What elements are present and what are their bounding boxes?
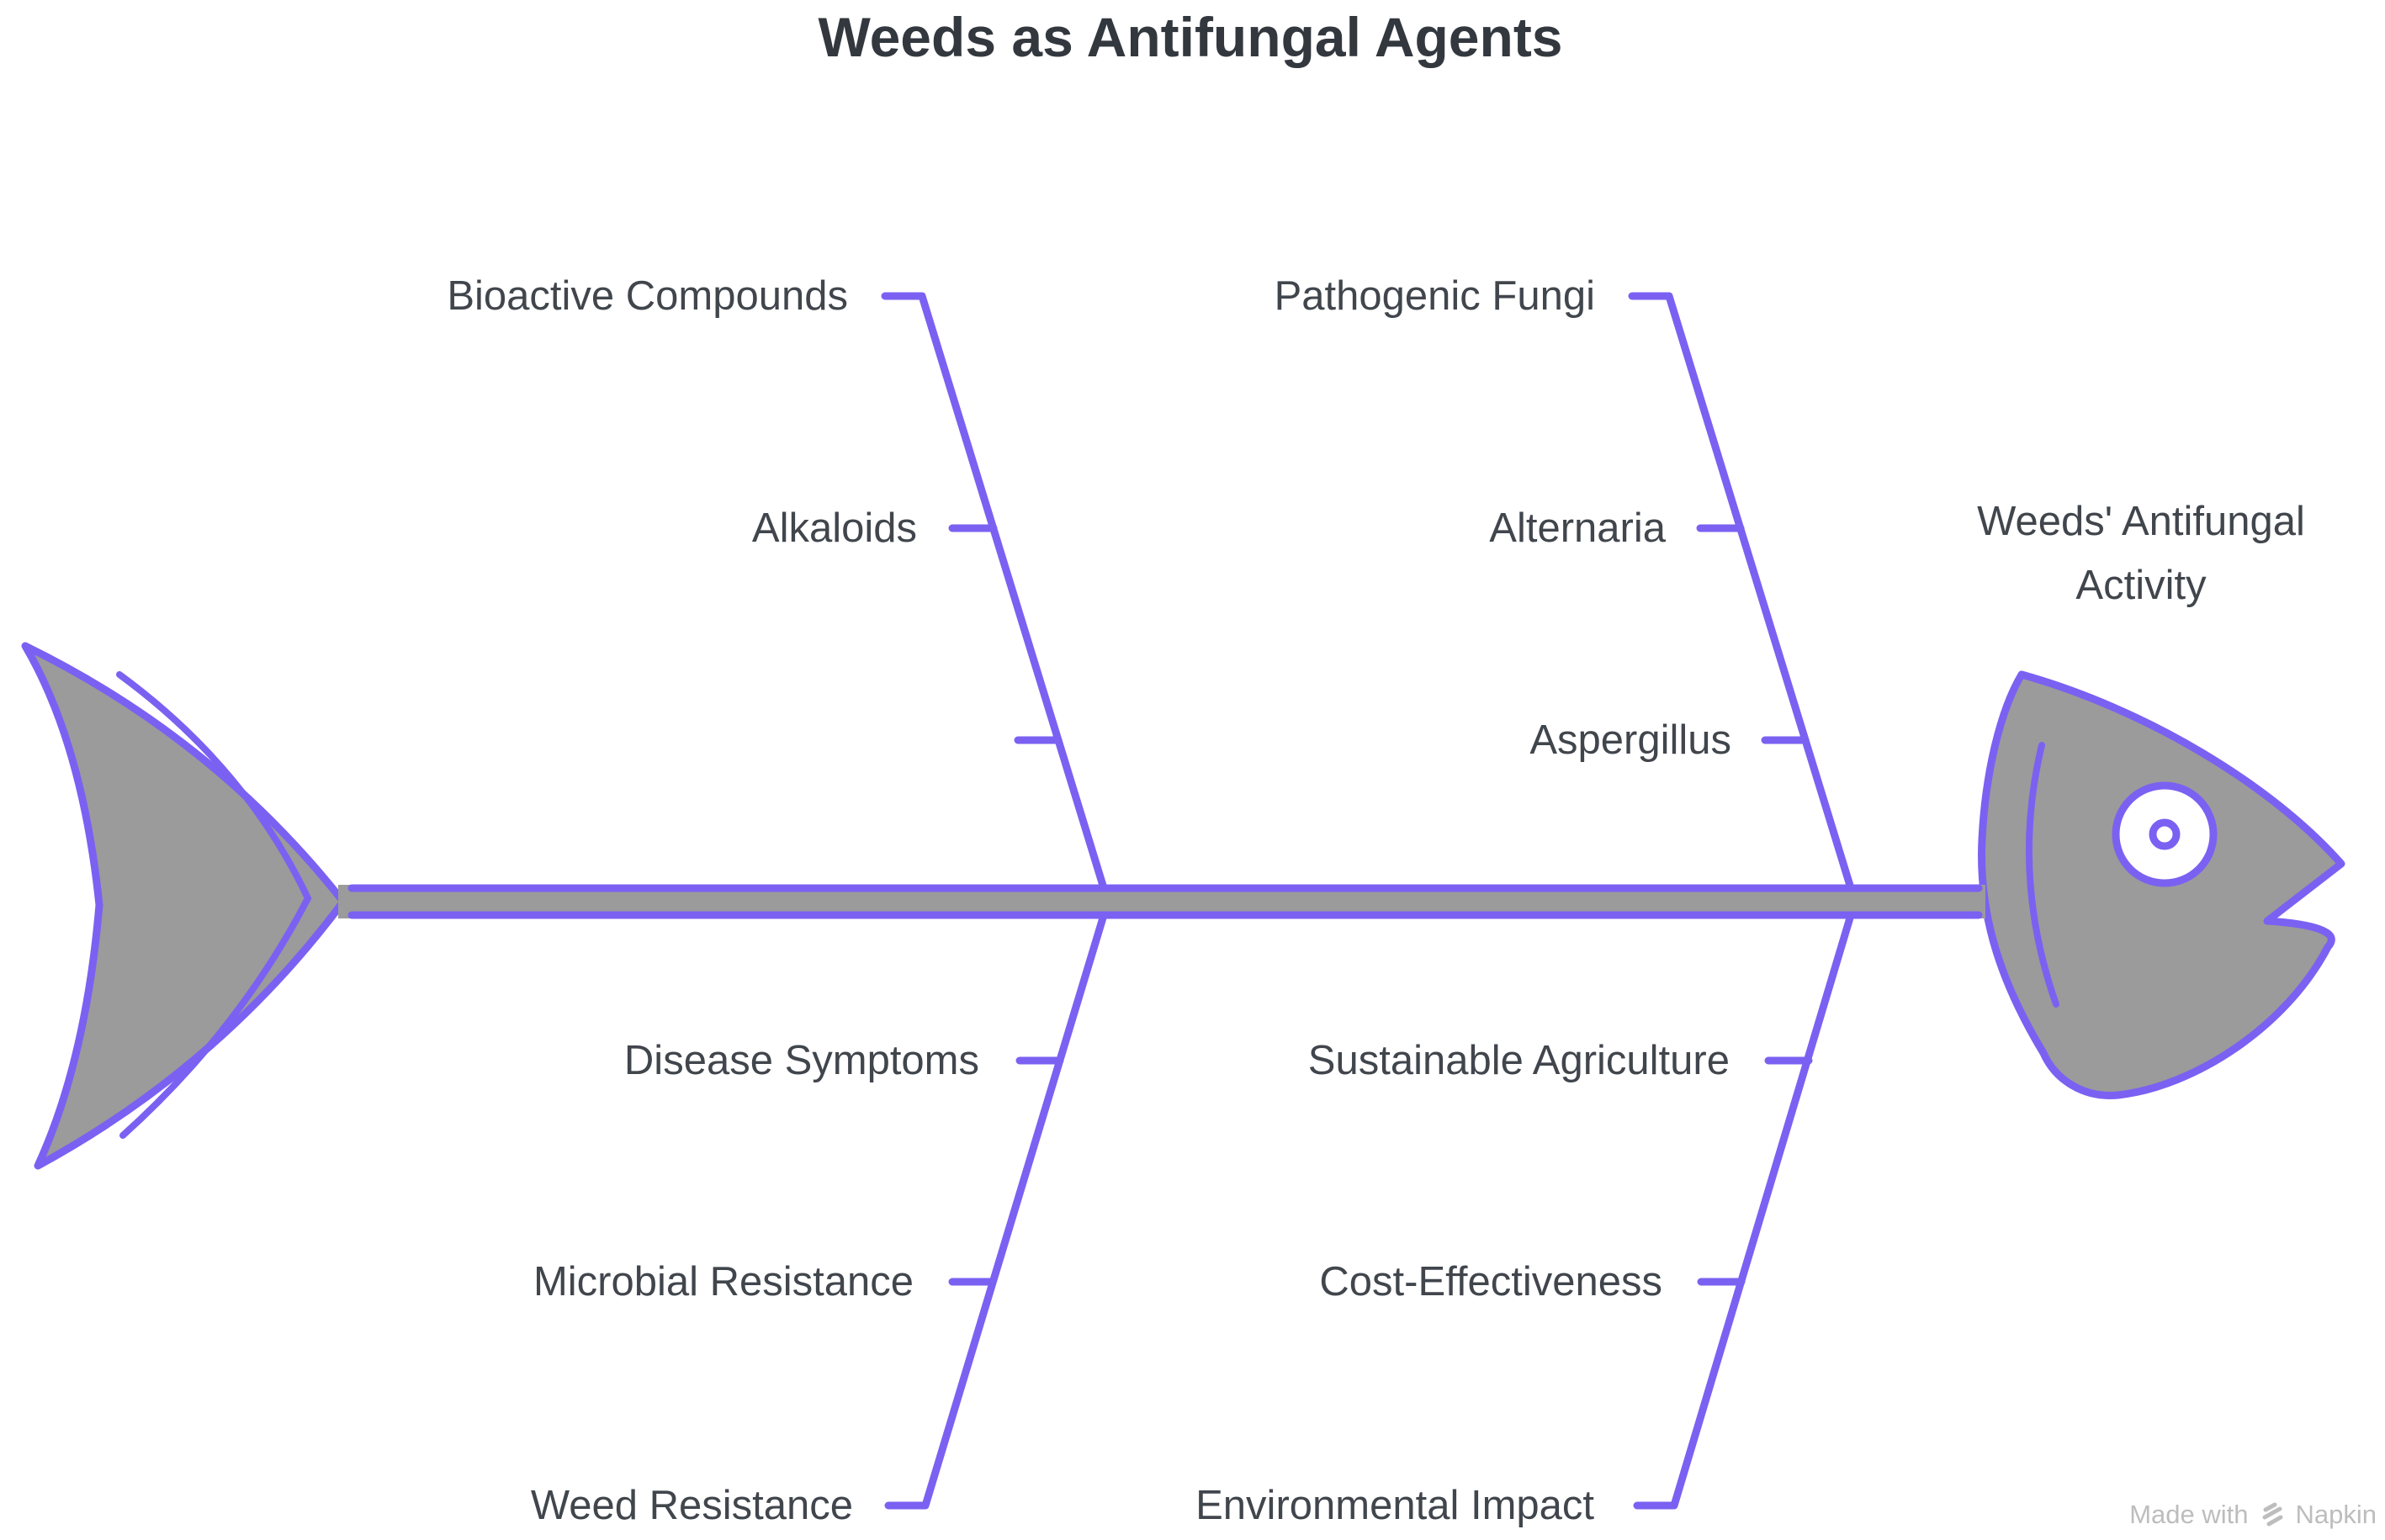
- sub-label-disease-symptoms: Disease Symptoms: [623, 1038, 979, 1083]
- branch-label-weed-resistance: Weed Resistance: [530, 1483, 853, 1528]
- diagram-title: Weeds as Antifungal Agents: [818, 6, 1563, 68]
- sub-label-alternaria: Alternaria: [1489, 505, 1666, 551]
- bone-bottom-right: [1633, 911, 1855, 1510]
- fish-tail-shape: [21, 642, 347, 1170]
- head-label-line1: Weeds' Antifungal: [1977, 499, 2305, 544]
- watermark-prefix: Made with: [2129, 1500, 2249, 1529]
- watermark: Made with Napkin: [2129, 1500, 2377, 1530]
- sub-label-sustainable-agriculture: Sustainable Agriculture: [1307, 1038, 1730, 1083]
- branch-label-pathogenic-fungi: Pathogenic Fungi: [1274, 273, 1595, 319]
- fish-eye-pupil: [2149, 818, 2181, 850]
- head-label: Weeds' Antifungal Activity: [1977, 490, 2305, 617]
- branch-label-environmental-impact: Environmental Impact: [1195, 1483, 1594, 1528]
- branch-label-bioactive-compounds: Bioactive Compounds: [447, 273, 848, 319]
- head-label-line2: Activity: [2075, 563, 2207, 608]
- napkin-logo-icon: [2257, 1500, 2287, 1530]
- sub-label-cost-effectiveness: Cost-Effectiveness: [1319, 1259, 1662, 1305]
- sub-label-aspergillus: Aspergillus: [1529, 717, 1731, 763]
- sub-label-alkaloids: Alkaloids: [751, 505, 917, 551]
- fish-gill-line: [2025, 742, 2059, 1008]
- bone-bottom-left: [884, 911, 1108, 1510]
- watermark-brand: Napkin: [2295, 1500, 2377, 1529]
- fish-tail-inner-line: [116, 671, 312, 1139]
- sub-label-microbial-resistance: Microbial Resistance: [533, 1259, 914, 1305]
- bone-top-right: [1628, 292, 1855, 892]
- bone-top-left: [881, 292, 1108, 892]
